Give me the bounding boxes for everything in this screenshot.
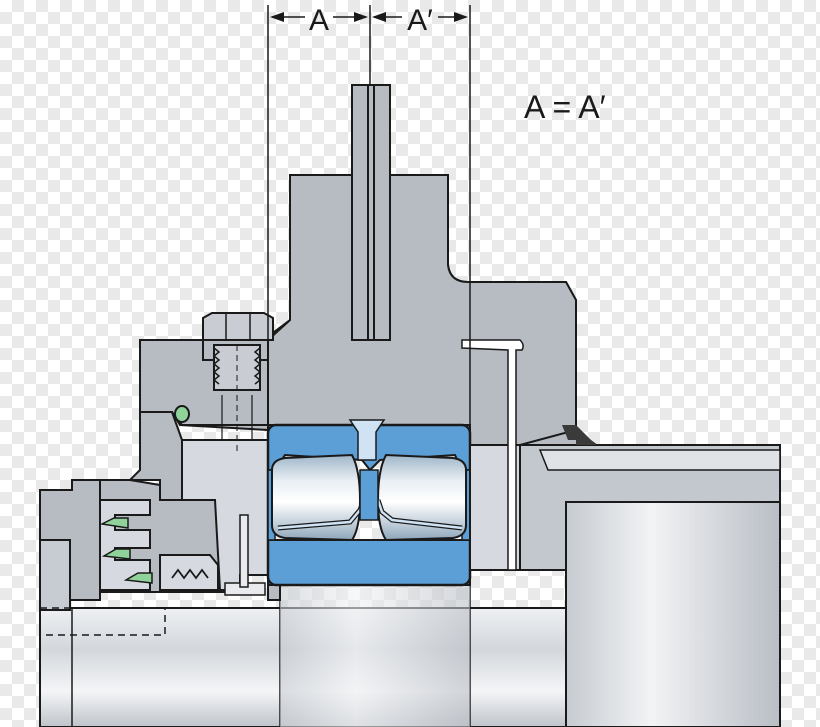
labyrinth-seal [99, 499, 266, 596]
dimension-label-a-prime: A′ [407, 4, 433, 37]
vertical-rod [351, 84, 391, 341]
dimension-label-a: A [309, 4, 329, 37]
housing-right-cavity [461, 339, 524, 571]
dimension-lines [267, 5, 471, 445]
bolt [202, 312, 274, 455]
roller-bearing [266, 419, 472, 587]
o-ring [174, 405, 190, 423]
shaft [39, 499, 781, 727]
equation-label: A = A′ [524, 89, 606, 125]
